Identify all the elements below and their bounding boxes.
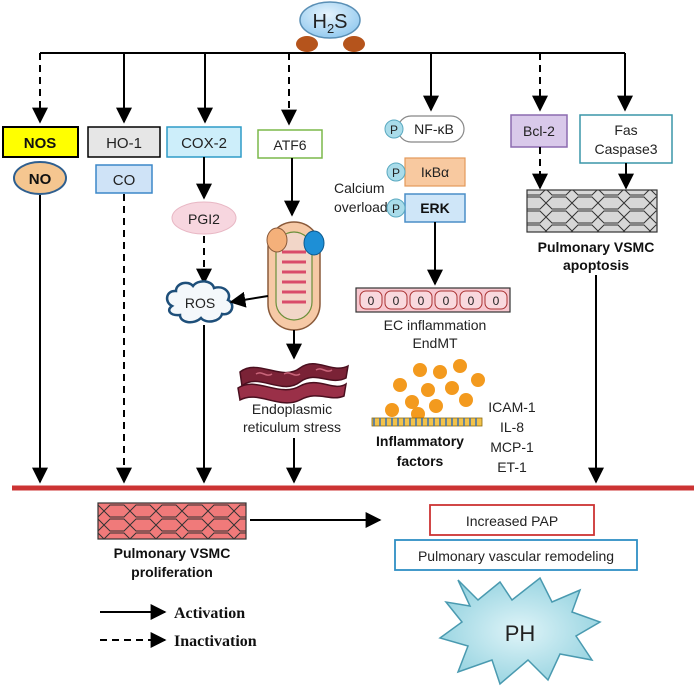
no-ellipse <box>13 161 67 195</box>
ec-line2: EndMT <box>412 335 458 351</box>
ikba-group: IκBα P <box>386 157 466 187</box>
inflammatory-dot <box>385 403 399 417</box>
cox2-box <box>166 126 242 158</box>
inflammatory-dot <box>413 363 427 377</box>
inflammatory-dot <box>445 381 459 395</box>
membrane-illustration <box>371 417 483 427</box>
ph-burst: PH <box>438 576 602 686</box>
inflammatory-dot <box>471 373 485 387</box>
p-label-erk: P <box>392 202 400 216</box>
remodeling-label: Pulmonary vascular remodeling <box>418 548 614 564</box>
h2s-molecule: H2S <box>296 1 365 52</box>
branch-arrows <box>32 53 633 126</box>
ec-cell <box>384 290 408 310</box>
ec-cell <box>484 290 508 310</box>
fas-line2: Caspase3 <box>594 141 657 157</box>
mitochondrion-illustration <box>266 221 325 331</box>
inflammatory-dot <box>421 383 435 397</box>
ec-cell-label: 0 <box>393 294 400 308</box>
inflammatory-dot <box>411 407 425 421</box>
factor-icam1: ICAM-1 <box>488 399 536 415</box>
ec-cell-label: 0 <box>443 294 450 308</box>
p-circle-nfkb <box>384 119 404 139</box>
er-illustration <box>237 363 349 404</box>
proliferation-line1: Pulmonary VSMC <box>114 545 231 561</box>
ec-cell <box>359 290 383 310</box>
apoptosis-line1: Pulmonary VSMC <box>538 239 655 255</box>
ikba-label: IκBα <box>421 164 449 180</box>
ec-cell <box>459 290 483 310</box>
co-label: CO <box>113 172 136 189</box>
ec-cell-label: 0 <box>368 294 375 308</box>
h2s-foot-left <box>296 36 318 52</box>
inflammatory-dot <box>393 378 407 392</box>
p-circle-ikba <box>386 162 406 182</box>
ros-label: ROS <box>185 295 215 311</box>
ros-cloud: ROS <box>165 280 234 324</box>
factor-mcp1: MCP-1 <box>490 439 534 455</box>
calcium-line2: overload <box>334 199 388 215</box>
calcium-line1: Calcium <box>334 180 385 196</box>
pgi2-ellipse <box>171 201 237 235</box>
proliferation-line2: proliferation <box>131 564 213 580</box>
remodeling-box <box>394 539 638 571</box>
ec-cell-label: 0 <box>493 294 500 308</box>
ec-cell <box>409 290 433 310</box>
ec-cell-label: 0 <box>468 294 475 308</box>
p-label-nfkb: P <box>390 123 398 137</box>
inflammatory-dot <box>459 393 473 407</box>
cox2-label: COX-2 <box>181 135 227 152</box>
vsmc-proliferation-cells <box>97 502 247 540</box>
factor-il8: IL-8 <box>500 419 524 435</box>
inflammatory-dots <box>385 359 485 421</box>
nfkb-group: NF-κB P <box>384 115 465 143</box>
erk-label: ERK <box>420 200 450 216</box>
ho1-box <box>87 126 161 158</box>
ec-cell <box>434 290 458 310</box>
apoptosis-line2: apoptosis <box>563 257 629 273</box>
bcl2-label: Bcl-2 <box>523 123 555 139</box>
legend: Activation Inactivation <box>100 604 257 650</box>
ikba-box <box>404 157 466 187</box>
fas-line1: Fas <box>614 122 637 138</box>
ec-cell-label: 0 <box>418 294 425 308</box>
arrow-mito-ros <box>229 291 269 308</box>
no-label: NO <box>29 171 52 188</box>
factor-et1: ET-1 <box>497 459 527 475</box>
vsmc-apoptosis-cells <box>526 189 658 233</box>
atf6-box <box>257 129 323 159</box>
fas-box <box>579 114 673 164</box>
ec-line1: EC inflammation <box>384 317 487 333</box>
inflammatory-line1: Inflammatory <box>376 433 464 449</box>
nfkb-label: NF-κB <box>414 121 454 137</box>
legend-activation: Activation <box>174 605 245 622</box>
p-circle-erk <box>386 198 406 218</box>
inflammatory-dot <box>405 395 419 409</box>
erk-group: ERK P <box>386 193 466 223</box>
h2s-label: H2S <box>312 11 347 36</box>
erk-box <box>404 193 466 223</box>
co-box <box>95 164 153 194</box>
pgi2-label: PGI2 <box>188 211 220 227</box>
increased-pap-label: Increased PAP <box>466 513 558 529</box>
er-line2: reticulum stress <box>243 419 341 435</box>
nos-box <box>2 126 79 158</box>
inflammatory-dot <box>433 365 447 379</box>
p-label-ikba: P <box>392 166 400 180</box>
increased-pap-box <box>429 504 595 536</box>
legend-inactivation: Inactivation <box>174 633 257 650</box>
inflammatory-dot <box>429 399 443 413</box>
atf6-label: ATF6 <box>273 137 306 153</box>
nos-label: NOS <box>24 135 57 152</box>
ph-label: PH <box>505 621 536 646</box>
inflammatory-dot <box>453 359 467 373</box>
ec-cell-row: 0 0 0 0 0 0 <box>355 287 511 313</box>
h2s-foot-right <box>343 36 365 52</box>
er-line1: Endoplasmic <box>252 401 332 417</box>
ho1-label: HO-1 <box>106 135 142 152</box>
inflammatory-line2: factors <box>397 453 444 469</box>
